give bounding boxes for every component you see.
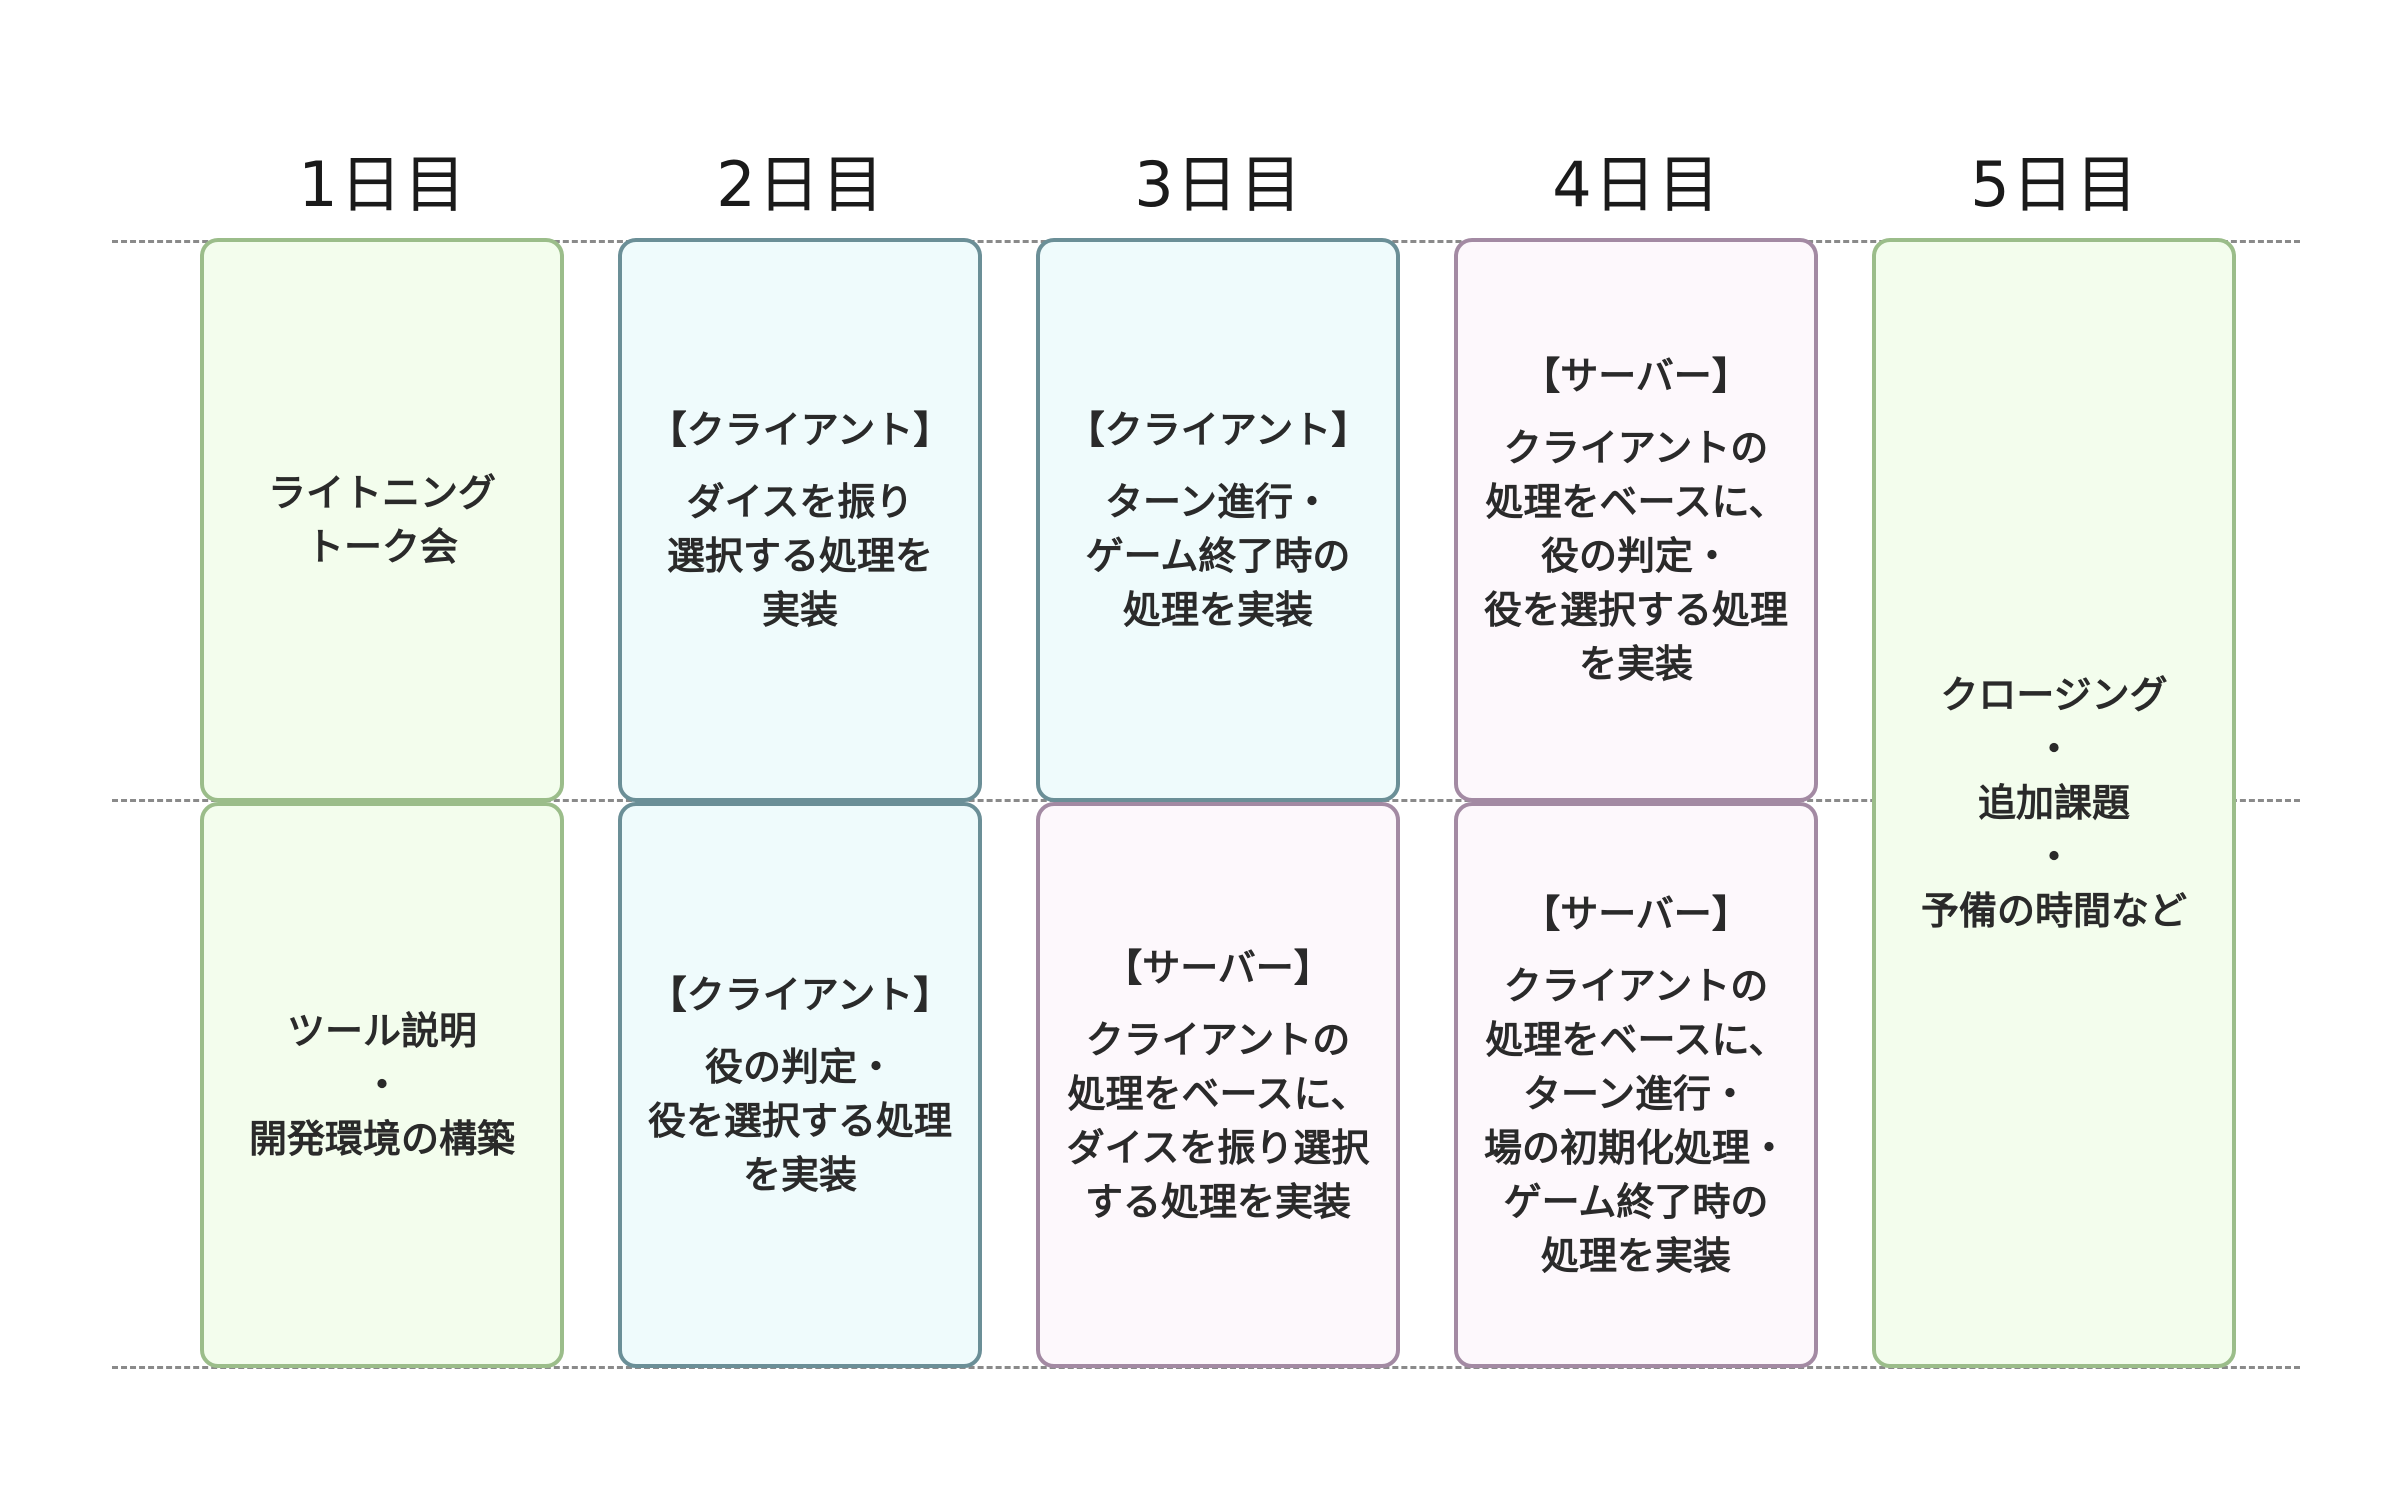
card-text: クロージング	[1940, 673, 2168, 717]
card-text: ターン進行・	[1104, 480, 1332, 524]
card-day5: クロージング ・ 追加課題 ・ 予備の時間など	[1872, 238, 2236, 1368]
card-text: 処理をベースに、	[1485, 1018, 1787, 1062]
card-heading: 【サーバー】	[1104, 946, 1332, 990]
card-day1-top: ライトニング トーク会	[200, 238, 564, 802]
card-text: 処理をベースに、	[1485, 480, 1787, 524]
card-text: 処理をベースに、	[1067, 1072, 1369, 1116]
card-heading: 【クライアント】	[648, 408, 952, 452]
card-text: ゲーム終了時の	[1503, 1180, 1769, 1224]
card-text: ・	[362, 1063, 401, 1107]
card-text: ・	[2034, 727, 2073, 771]
card-text: 処理を実装	[1122, 588, 1313, 632]
card-text: ゲーム終了時の	[1085, 534, 1351, 578]
card-text: ターン進行・	[1522, 1072, 1750, 1116]
card-text: ダイスを振り	[686, 480, 914, 524]
card-heading: 【サーバー】	[1522, 892, 1750, 936]
card-text: 追加課題	[1977, 781, 2130, 825]
card-text: ・	[2034, 835, 2073, 879]
card-day3-top: 【クライアント】 ターン進行・ ゲーム終了時の 処理を実装	[1036, 238, 1400, 802]
day-header-1: 1日目	[298, 148, 468, 221]
card-text: 処理を実装	[1540, 1234, 1731, 1278]
card-text: クライアントの	[1503, 964, 1769, 1008]
card-text: トーク会	[305, 525, 458, 569]
card-heading: 【クライアント】	[1066, 408, 1370, 452]
card-text: ダイスを振り選択	[1066, 1126, 1370, 1170]
day-header-4: 4日目	[1552, 148, 1722, 221]
day-header-5: 5日目	[1970, 148, 2140, 221]
card-text: 役の判定・	[704, 1045, 895, 1089]
card-text: する処理を実装	[1084, 1180, 1351, 1224]
card-day2-bottom: 【クライアント】 役の判定・ 役を選択する処理 を実装	[618, 802, 982, 1368]
card-day3-bottom: 【サーバー】 クライアントの 処理をベースに、 ダイスを振り選択 する処理を実装	[1036, 802, 1400, 1368]
card-text: 選択する処理を	[666, 534, 933, 578]
card-day4-bottom: 【サーバー】 クライアントの 処理をベースに、 ターン進行・ 場の初期化処理・ …	[1454, 802, 1818, 1368]
card-text: クライアントの	[1503, 426, 1769, 470]
card-text: 実装	[761, 588, 838, 632]
day-header-2: 2日目	[716, 148, 886, 221]
card-heading: 【サーバー】	[1522, 354, 1750, 398]
card-text: を実装	[742, 1153, 857, 1197]
day-header-3: 3日目	[1134, 148, 1304, 221]
card-text: ライトニング	[267, 471, 496, 515]
card-text: 役を選択する処理	[647, 1099, 952, 1143]
card-day4-top: 【サーバー】 クライアントの 処理をベースに、 役の判定・ 役を選択する処理 を…	[1454, 238, 1818, 802]
card-text: ツール説明	[286, 1009, 477, 1053]
card-text: 予備の時間など	[1920, 889, 2187, 933]
card-text: 役を選択する処理	[1483, 588, 1788, 632]
card-day2-top: 【クライアント】 ダイスを振り 選択する処理を 実装	[618, 238, 982, 802]
card-text: 役の判定・	[1540, 534, 1731, 578]
card-text: 開発環境の構築	[248, 1117, 515, 1161]
card-day1-bottom: ツール説明 ・ 開発環境の構築	[200, 802, 564, 1368]
card-text: を実装	[1578, 642, 1693, 686]
card-text: 場の初期化処理・	[1483, 1126, 1788, 1170]
card-heading: 【クライアント】	[648, 973, 952, 1017]
card-text: クライアントの	[1085, 1018, 1351, 1062]
